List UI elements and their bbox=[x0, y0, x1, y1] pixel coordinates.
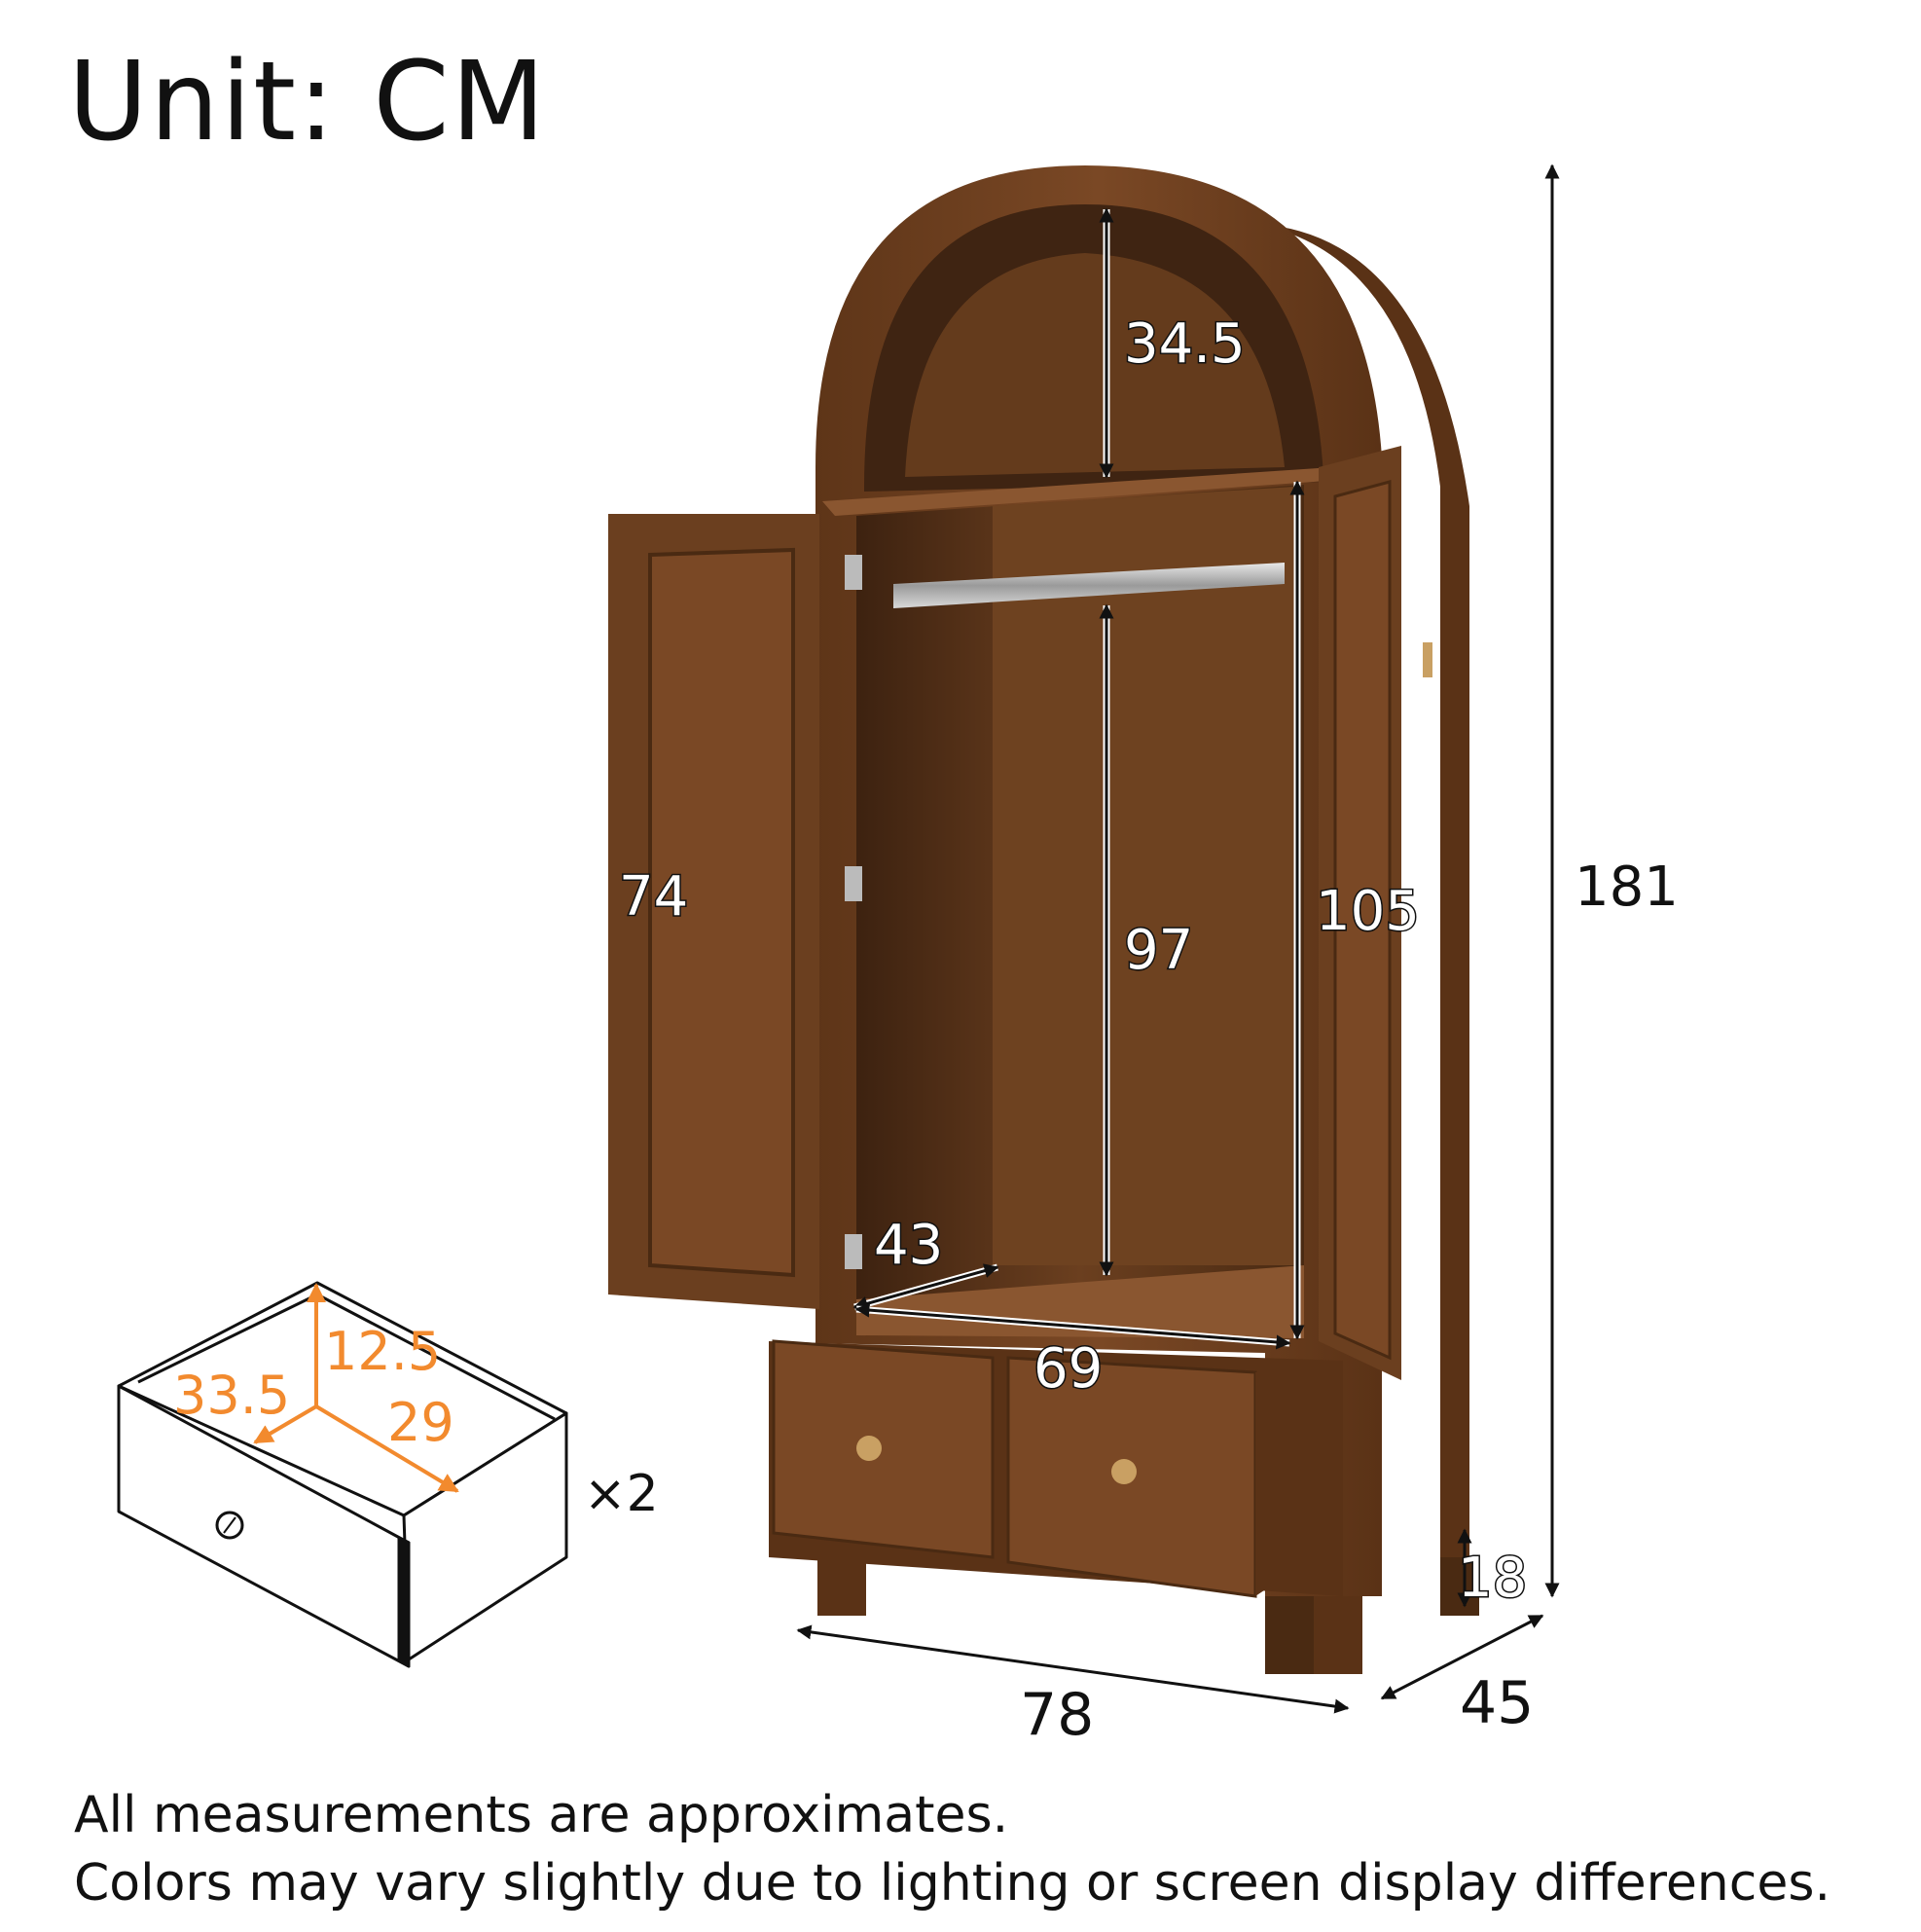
overall-depth-arrow bbox=[1380, 1614, 1544, 1700]
dimension-labels: 34.5 74 97 105 43 69 181 18 78 45 bbox=[618, 311, 1679, 1750]
overall-depth-label: 45 bbox=[1460, 1669, 1534, 1737]
door-panel-height-label: 74 bbox=[619, 865, 688, 929]
overall-width-label: 78 bbox=[1020, 1681, 1094, 1749]
right-door-panel bbox=[1333, 480, 1392, 1361]
drawer-depth-arrow bbox=[253, 1404, 318, 1444]
drawer-width-label: 29 bbox=[387, 1392, 454, 1453]
wardrobe bbox=[608, 165, 1479, 1674]
niche-height-label: 34.5 bbox=[1124, 312, 1246, 376]
leg bbox=[1314, 1596, 1362, 1674]
door-height-label: 105 bbox=[1316, 880, 1420, 943]
left-drawer-front bbox=[772, 1339, 995, 1559]
hanging-rod bbox=[893, 563, 1285, 608]
right-drawer-side bbox=[1255, 1363, 1314, 1596]
hinge bbox=[845, 555, 862, 590]
drawer-front-edge bbox=[397, 1536, 411, 1668]
door-knob bbox=[1423, 642, 1432, 677]
inner-depth-label: 43 bbox=[874, 1214, 943, 1277]
inner-width-label: 69 bbox=[1033, 1337, 1103, 1401]
hinge bbox=[845, 866, 862, 901]
leg bbox=[817, 1548, 866, 1616]
drawer-width-arrow bbox=[314, 1404, 459, 1493]
arch-niche-back bbox=[905, 253, 1285, 477]
disclaimer-measurements: All measurements are approximates. bbox=[74, 1786, 1009, 1844]
dimension-lines bbox=[796, 164, 1560, 1714]
inner-width-arrow bbox=[854, 1302, 1291, 1350]
drawer-height-label: 12.5 bbox=[324, 1321, 441, 1382]
left-drawer-knob bbox=[856, 1436, 882, 1461]
overall-height-label: 181 bbox=[1575, 856, 1679, 919]
disclaimer-colors: Colors may vary slightly due to lighting… bbox=[74, 1854, 1830, 1913]
inner-depth-arrow bbox=[852, 1263, 999, 1311]
niche-shelf bbox=[822, 465, 1382, 516]
hanging-height-label: 97 bbox=[1124, 919, 1193, 982]
leg-height-label: 18 bbox=[1458, 1547, 1527, 1610]
wardrobe-side-panel bbox=[1255, 224, 1469, 1596]
unit-title: Unit: CM bbox=[68, 39, 548, 165]
hinge bbox=[845, 1234, 862, 1269]
overall-width-arrow bbox=[796, 1624, 1350, 1714]
left-door-panel bbox=[648, 547, 795, 1278]
interior-back-panel bbox=[993, 487, 1294, 1265]
right-drawer-knob bbox=[1111, 1459, 1137, 1484]
drawer-dimensions bbox=[253, 1283, 459, 1493]
drawer-depth-label: 33.5 bbox=[173, 1365, 290, 1426]
leg bbox=[1265, 1596, 1314, 1674]
drawer-knob-line bbox=[223, 1516, 236, 1534]
drawer-dimension-labels: 12.5 33.5 29 bbox=[173, 1321, 454, 1453]
drawer-quantity-label: ×2 bbox=[584, 1465, 659, 1523]
